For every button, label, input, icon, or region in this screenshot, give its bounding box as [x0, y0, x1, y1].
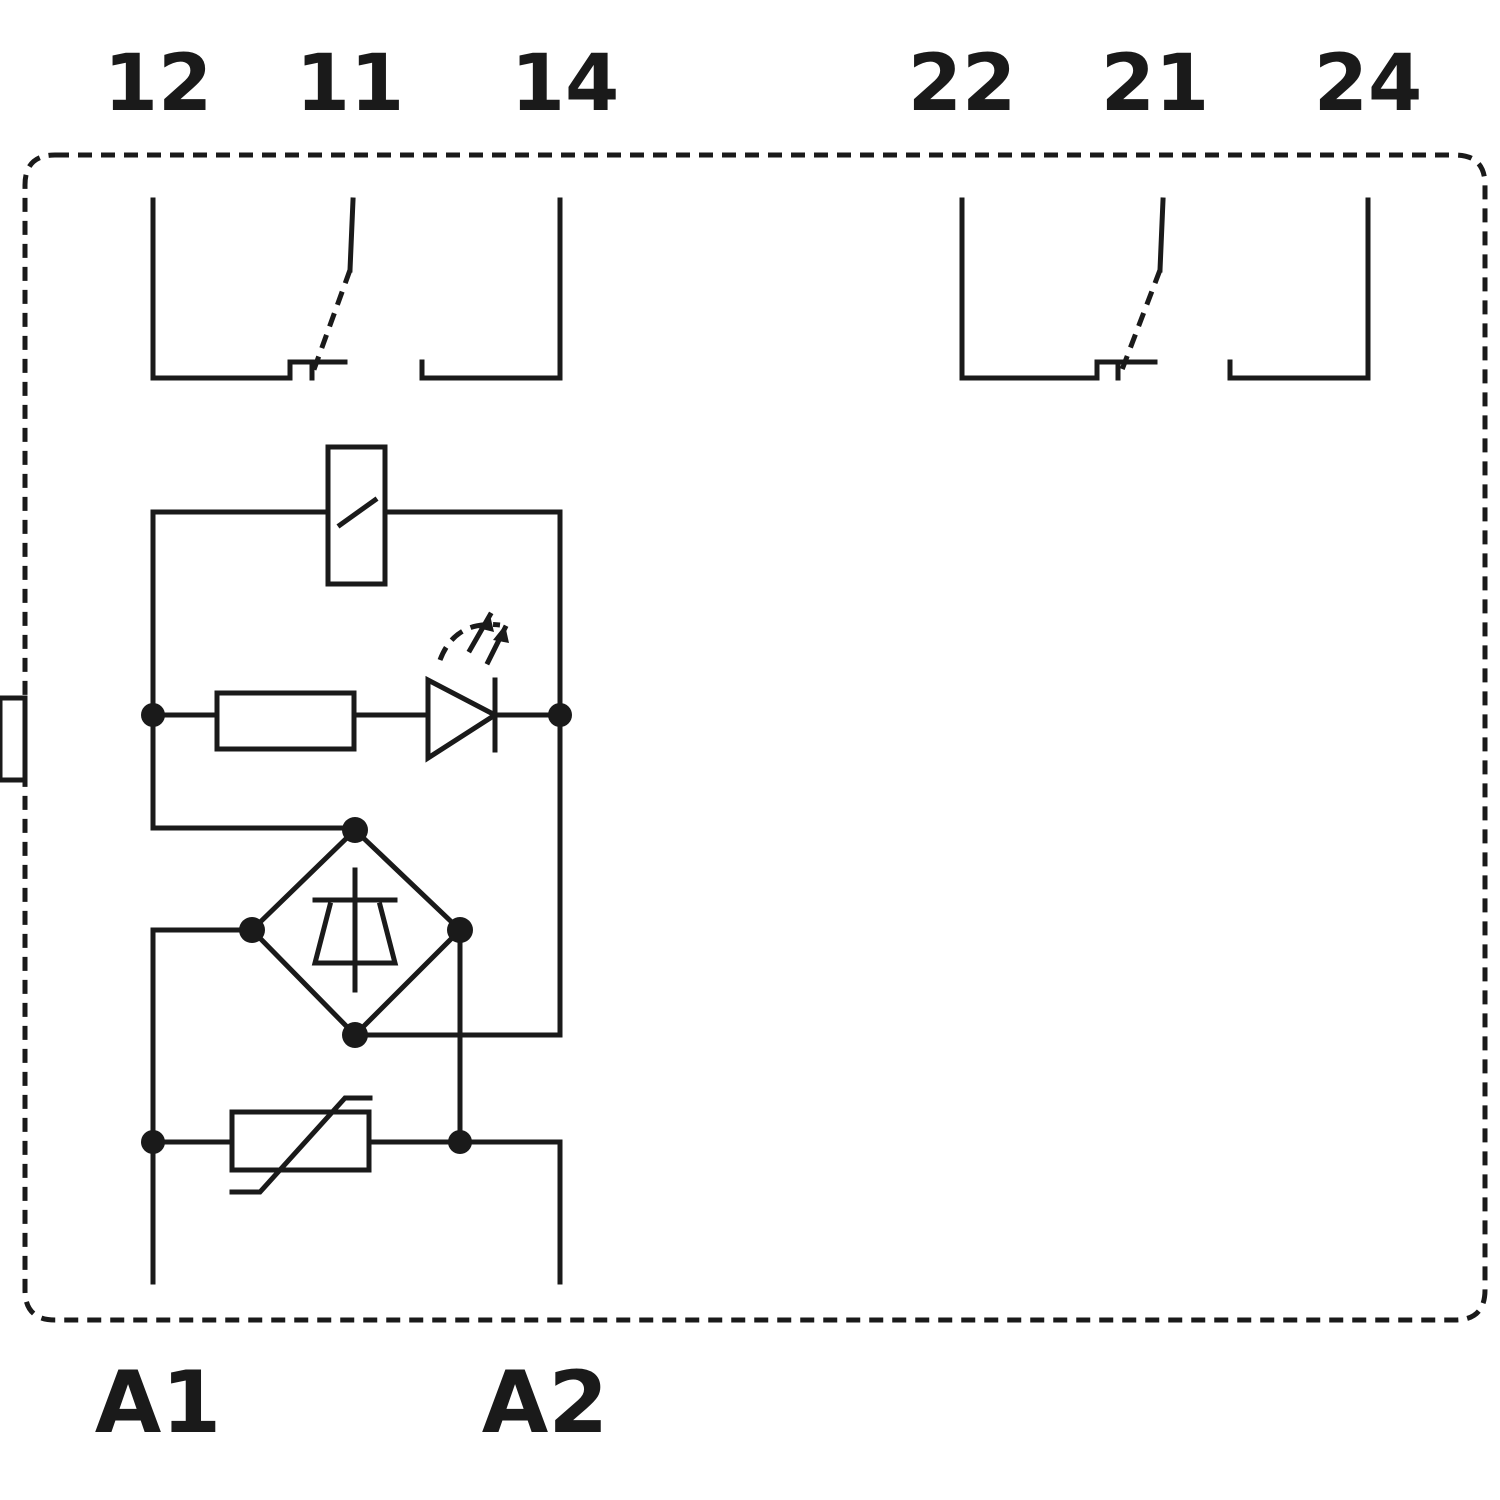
terminal-12-label: 12	[104, 39, 213, 129]
terminal-a1-label: A1	[95, 1353, 221, 1453]
junction-dot	[548, 703, 572, 727]
resistor	[214, 690, 357, 752]
common-lead-11	[347, 197, 356, 273]
bridge-node-top	[342, 817, 368, 843]
varistor	[229, 1109, 372, 1173]
junction-dot	[141, 1130, 165, 1154]
varistor-diagonal	[229, 1095, 373, 1195]
common-lead-21	[1157, 197, 1166, 273]
terminal-a2-label: A2	[482, 1353, 608, 1453]
a1-lead	[150, 927, 255, 1285]
terminal-14-label: 14	[511, 39, 620, 129]
led-icon	[425, 611, 509, 763]
bridge-diode-body	[311, 901, 399, 966]
no-contact-14	[419, 197, 563, 381]
mounting-tab	[0, 695, 28, 783]
terminal-21-label: 21	[1101, 39, 1210, 129]
bridge-rectifier	[239, 817, 473, 1048]
terminal-24-label: 24	[1314, 39, 1423, 129]
contact-set-2	[959, 197, 1371, 381]
bridge-top-wire	[150, 712, 358, 831]
a2-lead	[366, 1139, 563, 1285]
no-contact-24	[1227, 197, 1371, 381]
coil-box	[325, 444, 388, 587]
nc-contact-22	[959, 197, 1121, 381]
led-arrowhead-1	[478, 615, 494, 632]
relay-coil	[150, 444, 563, 587]
led-arrowhead-2	[493, 625, 509, 643]
nc-contact-12	[150, 197, 315, 381]
contact-2-switch-blade	[1117, 269, 1163, 376]
led-triangle	[425, 675, 500, 763]
junction-dot	[448, 1130, 472, 1154]
coil-diagonal	[336, 496, 379, 529]
contact-1-switch-blade	[309, 269, 353, 376]
terminal-22-label: 22	[908, 39, 1017, 129]
led-light-arc	[437, 621, 501, 661]
relay-housing-outline	[22, 152, 1488, 1323]
contact-set-1	[150, 197, 563, 381]
terminal-11-label: 11	[296, 39, 405, 129]
